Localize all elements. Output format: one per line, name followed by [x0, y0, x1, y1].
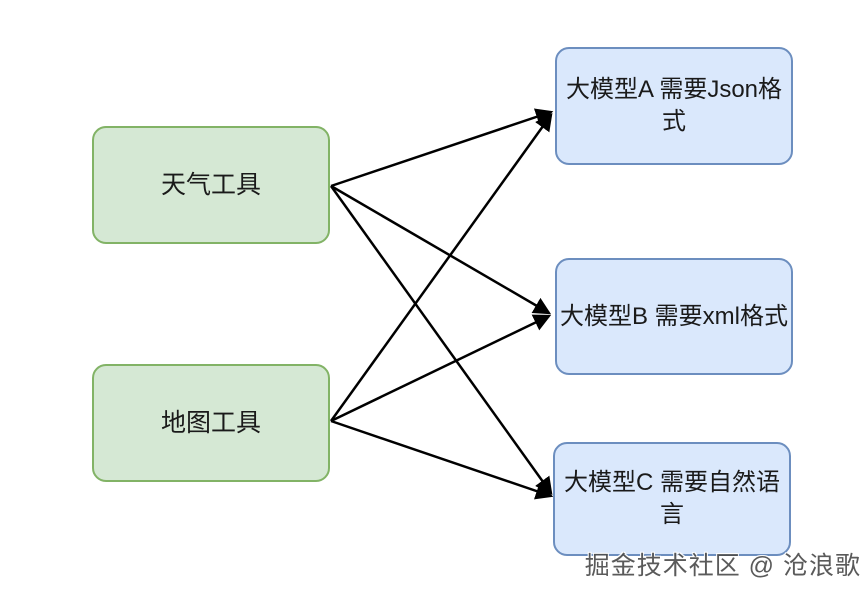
- edge-map-to-model-a: [329, 113, 553, 422]
- node-model-a: 大模型A 需要Json格 式: [555, 47, 793, 165]
- edge-weather-to-model-c: [329, 185, 553, 495]
- node-weather-tool: 天气工具: [92, 126, 330, 244]
- node-model-a-label: 大模型A 需要Json格 式: [565, 76, 783, 135]
- node-model-b: 大模型B 需要xml格式: [555, 258, 793, 375]
- edge-weather-to-model-a: [330, 108, 554, 188]
- node-weather-tool-label: 天气工具: [160, 170, 261, 199]
- node-map-tool: 地图工具: [92, 364, 330, 482]
- watermark-text: 掘金技术社区 @ 沧浪歌: [584, 552, 861, 580]
- node-model-c-label: 大模型C 需要自然语 言: [564, 469, 780, 528]
- node-map-tool-label: 地图工具: [160, 408, 261, 437]
- node-model-c: 大模型C 需要自然语 言: [553, 442, 791, 556]
- node-model-b-label: 大模型B 需要xml格式: [560, 302, 788, 330]
- edge-map-to-model-b: [330, 314, 552, 423]
- edge-map-to-model-c: [330, 419, 554, 500]
- edge-weather-to-model-b: [330, 184, 552, 315]
